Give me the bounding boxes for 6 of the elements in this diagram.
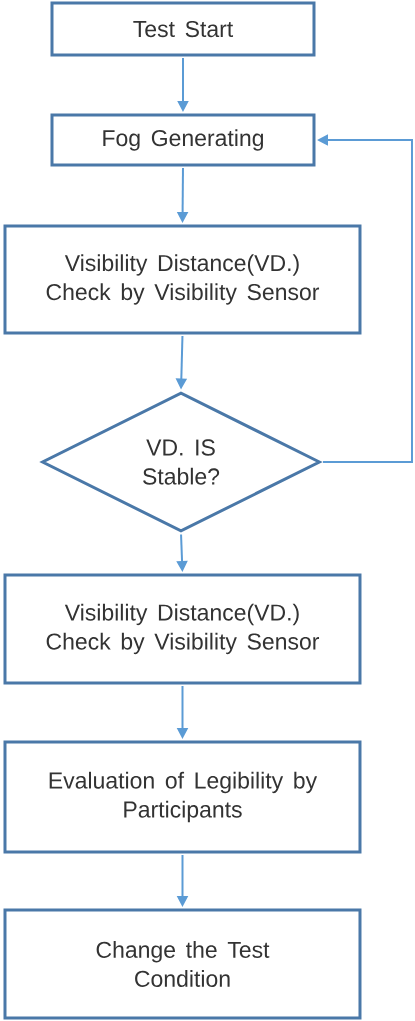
process-box: Visibility Distance(VD.) Check by Visibility Sensor	[3, 573, 362, 685]
process-box: Fog Generating	[50, 113, 316, 167]
process-box: Evaluation of Legibility by Participants	[3, 740, 362, 854]
process-box: Test Start	[50, 1, 316, 57]
process-box: Visibility Distance(VD.) Check by Visibility Sensor	[3, 224, 362, 335]
process-box: Change the Test Condition	[3, 908, 362, 1020]
